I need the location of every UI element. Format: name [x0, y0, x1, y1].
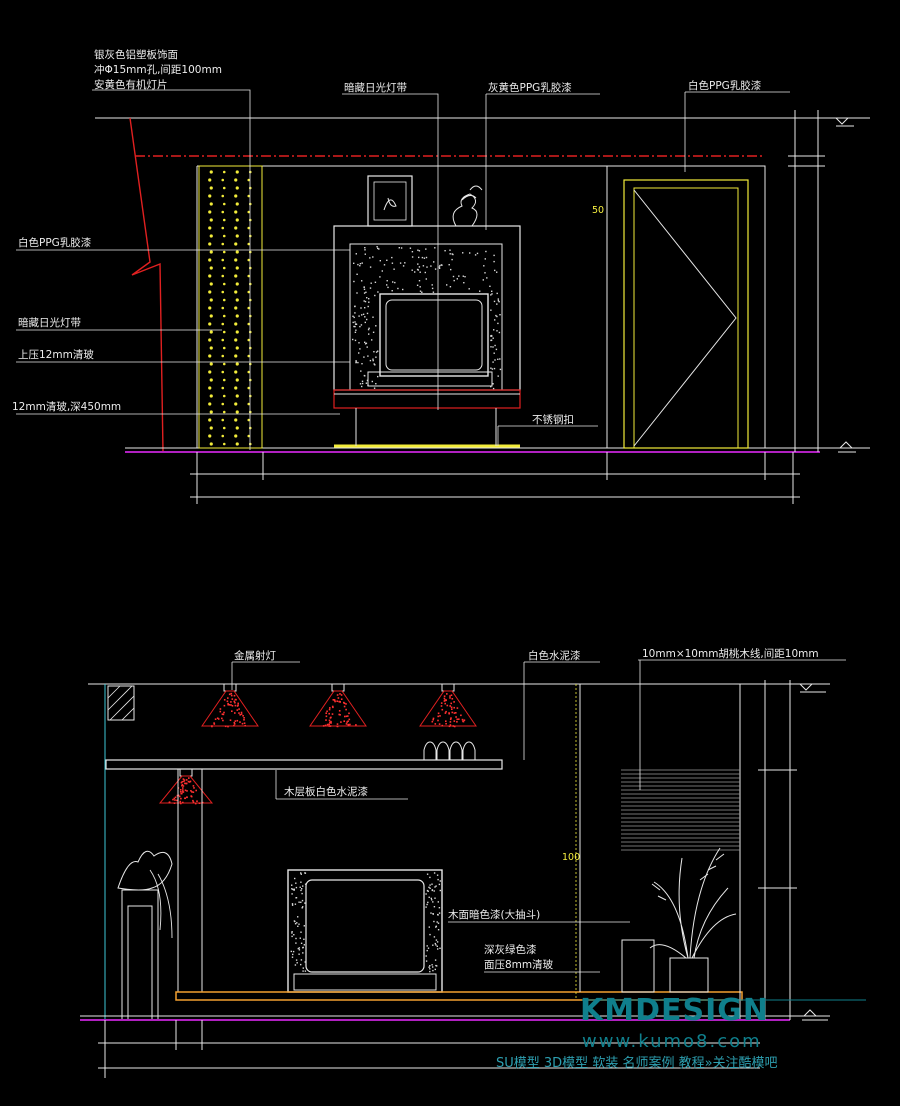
door: [606, 165, 766, 449]
label-panel-line2: 冲Φ15mm孔,间距100mm: [94, 63, 222, 76]
label-panel-line1: 银灰色铝塑板饰面: [94, 48, 178, 61]
label-steel-buckle: 不锈钢扣: [532, 413, 574, 426]
glass-shelf: [333, 389, 521, 409]
label-paint-left: 白色PPG乳胶漆: [18, 236, 92, 249]
watermark: KMDESIGN www.kumo8.com SU模型 3D模型 软装 名师案例…: [496, 993, 866, 1071]
spotlights: [201, 683, 477, 728]
potted-palm: [649, 847, 737, 993]
watermark-url: www.kumo8.com: [582, 1031, 762, 1052]
label-paint-top-mid: 灰黄色PPG乳胶漆: [488, 81, 572, 94]
label-cement-paint: 白色水泥漆: [528, 649, 581, 662]
label-hidden-light-top: 暗藏日光灯带: [344, 81, 407, 94]
shelf-board: [105, 759, 503, 770]
dimension-50: 50: [592, 205, 604, 216]
label-glass-shelf: 12mm清玻,深450mm: [12, 400, 121, 413]
break-line: [129, 117, 164, 453]
elevation-2: 100 金属射灯 白色水泥漆 10mm×10mm胡桃木线,间距10mm: [80, 647, 846, 1078]
wood-lines-panel: [621, 769, 740, 851]
label-green-paint-line1: 深灰绿色漆: [484, 943, 537, 956]
low-cabinet: [175, 991, 743, 1001]
label-cabinet-paint: 木面暗色漆(大抽斗): [448, 908, 540, 921]
label-paint-top-right: 白色PPG乳胶漆: [688, 79, 762, 92]
label-panel-line3: 安黄色有机灯片: [94, 78, 168, 91]
side-cabinet: [621, 939, 655, 993]
watermark-tagline: SU模型 3D模型 软装 名师案例 教程»关注酷模吧: [496, 1055, 778, 1071]
bottles-decoration: [423, 741, 476, 760]
shelf-spotlight: [158, 768, 214, 805]
elevation-1: 银灰色铝塑板饰面 冲Φ15mm孔,间距100mm 安黄色有机灯片 暗藏日光灯带 …: [12, 48, 870, 504]
perforated-panel: [198, 165, 263, 449]
label-shelf-board: 木层板白色水泥漆: [284, 785, 368, 798]
watermark-brand: KMDESIGN: [580, 993, 769, 1028]
dimension-100: 100: [562, 852, 580, 863]
label-spotlight: 金属射灯: [234, 649, 276, 662]
hatched-column: [107, 685, 135, 721]
label-wood-lines: 10mm×10mm胡桃木线,间距10mm: [642, 647, 819, 660]
label-glass-12: 上压12mm清玻: [18, 348, 94, 361]
vase-decoration: [452, 185, 483, 227]
label-hidden-light-left: 暗藏日光灯带: [18, 316, 81, 329]
label-green-paint-line2: 面压8mm清玻: [484, 958, 554, 971]
